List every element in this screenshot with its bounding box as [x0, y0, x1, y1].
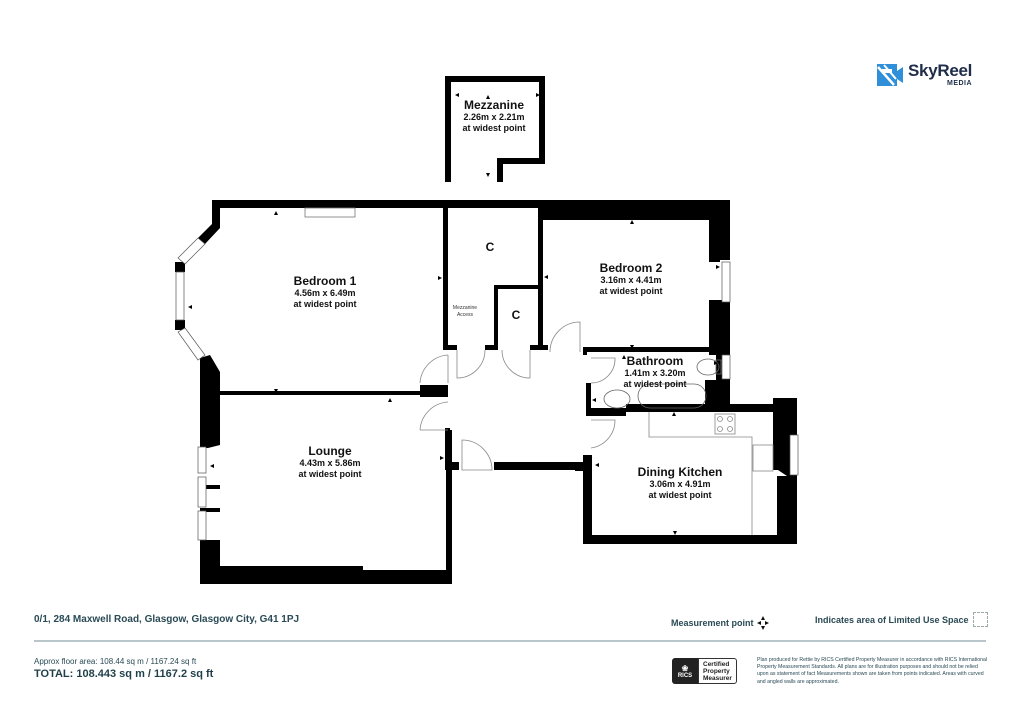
footer-divider: [34, 640, 986, 642]
room-name: Bedroom 2: [599, 261, 663, 275]
property-address: 0/1, 284 Maxwell Road, Glasgow, Glasgow …: [34, 614, 300, 625]
room-note: at widest point: [298, 469, 362, 479]
mezzanine-access-line1: Mezzanine: [452, 305, 478, 311]
rics-certification: Certified Property Measurer: [698, 658, 737, 684]
room-name: Mezzanine: [463, 98, 524, 112]
room-note: at widest point: [293, 299, 357, 309]
room-dimensions: 2.26m x 2.21m: [463, 112, 525, 122]
legend-measurement-point: Measurement point: [671, 615, 770, 631]
rics-line3: Measurer: [703, 674, 732, 682]
room-label-bathroom: Bathroom 1.41m x 3.20m at widest point: [624, 354, 687, 390]
room-name: Bedroom 1: [293, 274, 357, 288]
floor-plan-drawing: [175, 76, 799, 584]
legend-limited-label: Indicates area of Limited Use Space: [815, 614, 969, 625]
brand-logo: SkyReel MEDIA: [876, 62, 972, 87]
room-dimensions: 4.56m x 6.49m: [294, 288, 356, 298]
rics-logo: ❀ RICS: [672, 658, 698, 684]
rics-org: RICS: [677, 672, 693, 679]
room-note: at widest point: [599, 286, 663, 296]
limited-use-space-swatch: [972, 612, 988, 627]
room-dimensions: 4.43m x 5.86m: [299, 458, 361, 468]
room-name: Lounge: [308, 444, 352, 458]
room-dimensions: 3.06m x 4.91m: [649, 479, 711, 489]
rics-line1: Certified: [703, 660, 730, 668]
approx-floor-area: Approx floor area: 108.44 sq m / 1167.24…: [34, 657, 197, 666]
disclaimer-text: Plan produced for Rettie by RICS Certifi…: [757, 657, 988, 685]
mezzanine-access-label: Mezzanine Access: [453, 305, 477, 319]
closet-label-upper: C: [485, 240, 495, 254]
rics-badge: ❀ RICS Certified Property Measurer: [672, 658, 737, 684]
room-label-lounge: Lounge 4.43m x 5.86m at widest point: [299, 444, 362, 480]
room-note: at widest point: [462, 123, 526, 133]
footer: 0/1, 284 Maxwell Road, Glasgow, Glasgow …: [0, 600, 1024, 724]
floor-plan: Mezzanine 2.26m x 2.21m at widest point …: [175, 76, 799, 584]
room-name: Dining Kitchen: [637, 465, 723, 479]
room-label-bedroom-1: Bedroom 1 4.56m x 6.49m at widest point: [294, 274, 357, 310]
room-name: Bathroom: [626, 354, 684, 368]
rics-line2: Property: [703, 667, 730, 675]
mezzanine-access-line2: Access: [456, 312, 474, 318]
room-label-bedroom-2: Bedroom 2 3.16m x 4.41m at widest point: [600, 261, 663, 297]
room-label-dining-kitchen: Dining Kitchen 3.06m x 4.91m at widest p…: [638, 465, 723, 501]
video-camera-icon: [877, 63, 903, 86]
rics-crest-icon: ❀: [681, 663, 689, 673]
room-label-mezzanine: Mezzanine 2.26m x 2.21m at widest point: [463, 98, 526, 134]
brand-subtitle: MEDIA: [947, 80, 973, 87]
legend-limited-use-space: Indicates area of Limited Use Space: [815, 612, 988, 627]
room-dimensions: 1.41m x 3.20m: [624, 368, 686, 378]
room-note: at widest point: [648, 490, 712, 500]
closet-label-lower: C: [511, 308, 521, 322]
total-floor-area: TOTAL: 108.443 sq m / 1167.2 sq ft: [34, 668, 214, 680]
measurement-point-icon: [756, 616, 769, 630]
room-dimensions: 3.16m x 4.41m: [600, 275, 662, 285]
brand-name: SkyReel: [908, 61, 973, 80]
legend-measurement-label: Measurement point: [671, 618, 754, 628]
room-note: at widest point: [623, 379, 687, 389]
